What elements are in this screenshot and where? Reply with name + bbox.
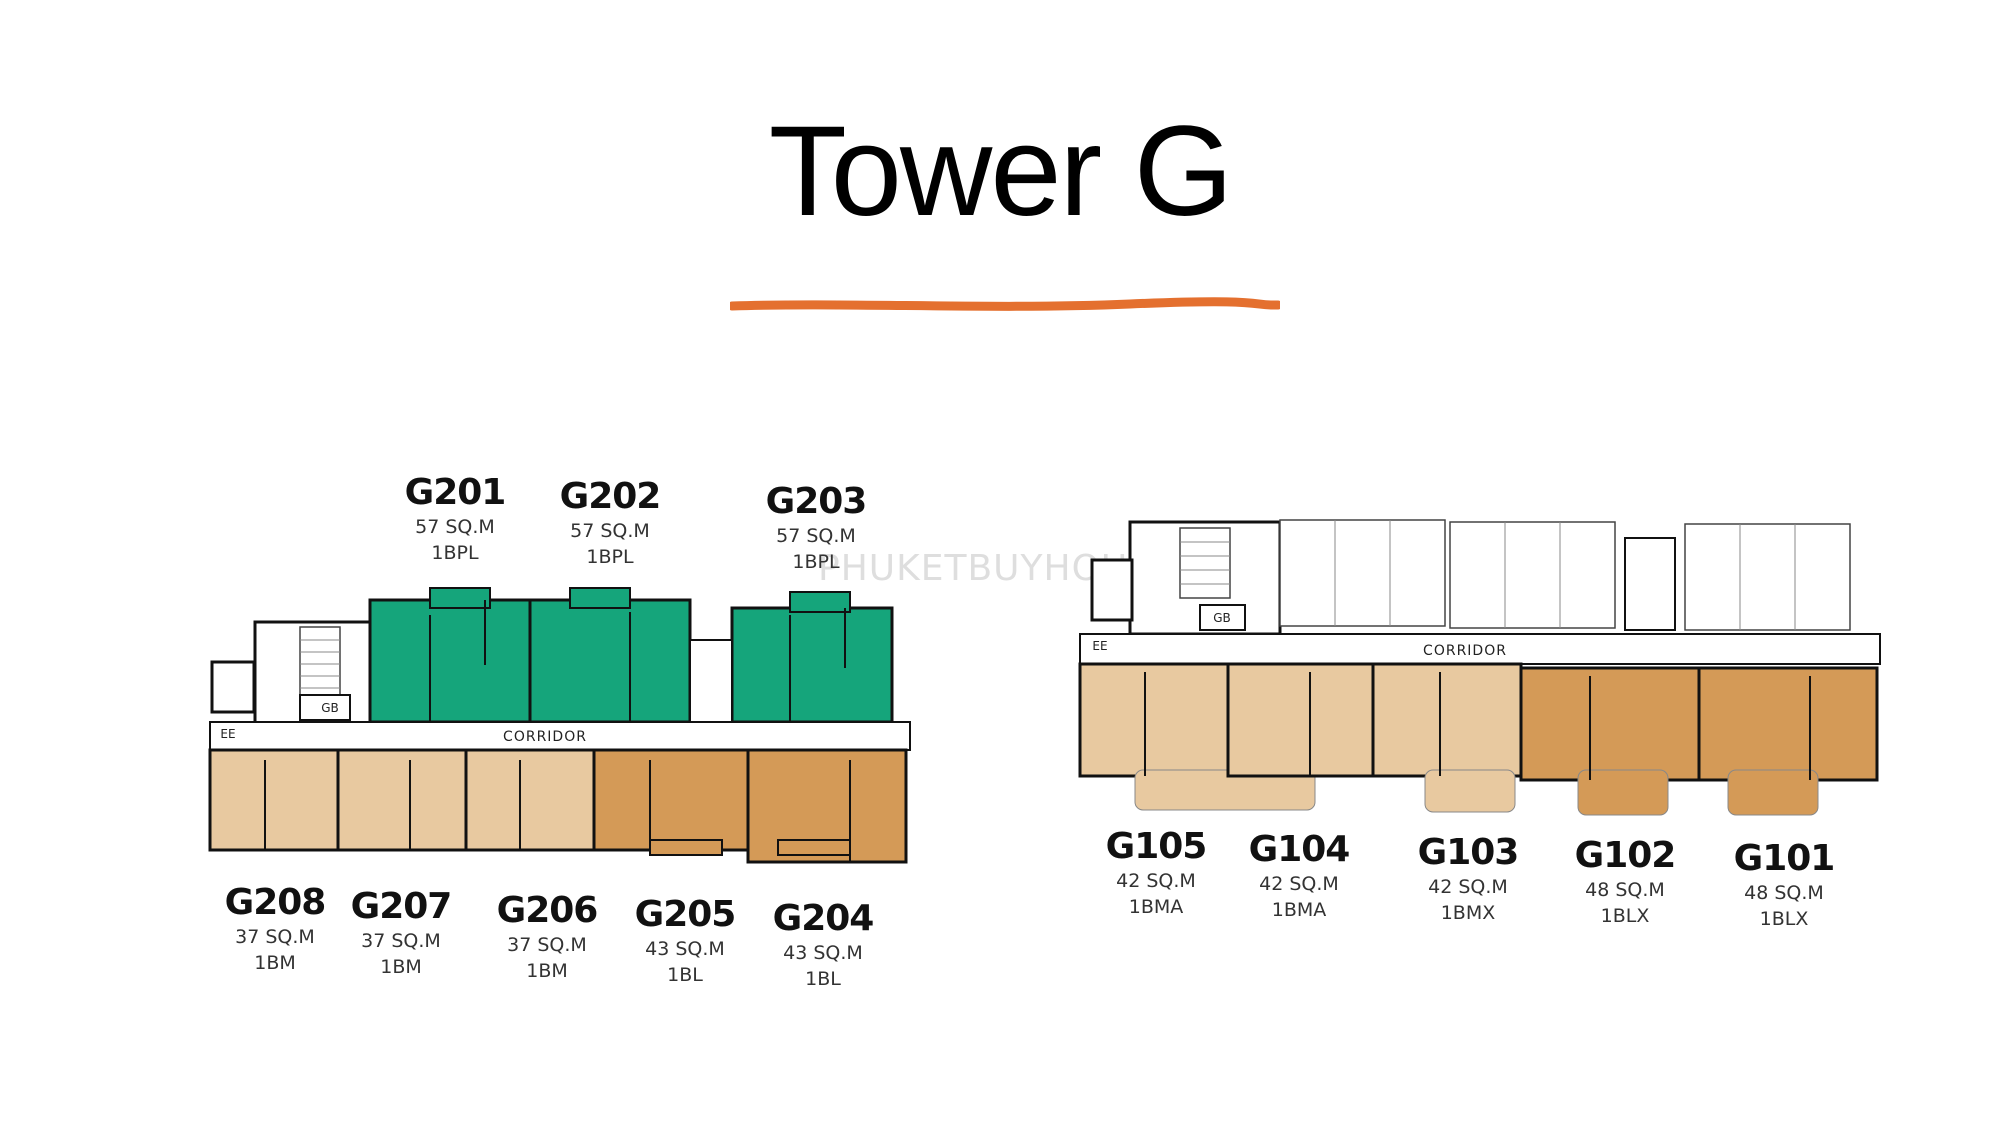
unit-type: 1BL (667, 964, 703, 986)
unit-code: G103 (1417, 832, 1520, 873)
unit-label-g205: G205 43 SQ.M 1BL (600, 894, 770, 988)
unit-area: 37 SQ.M (507, 934, 587, 956)
unit-area: 37 SQ.M (361, 930, 441, 952)
unit-label-g104: G104 42 SQ.M 1BMA (1214, 829, 1384, 923)
unit-code: G207 (350, 886, 453, 927)
unit-area: 48 SQ.M (1744, 882, 1824, 904)
right-ee-label: EE (1092, 639, 1107, 653)
unit-area: 42 SQ.M (1259, 873, 1339, 895)
unit-area: 57 SQ.M (570, 520, 650, 542)
right-lift (1090, 558, 1134, 622)
unit-area: 57 SQ.M (776, 525, 856, 547)
unit-g205-shape (592, 748, 750, 852)
unit-area: 42 SQ.M (1428, 876, 1508, 898)
right-gb-room (1199, 604, 1246, 631)
unit-type: 1BPL (431, 542, 479, 564)
page-title: Tower G (768, 100, 1234, 243)
left-lift (210, 660, 256, 714)
unit-type: 1BM (380, 956, 422, 978)
right-top-block-1 (1279, 519, 1446, 627)
unit-type: 1BM (526, 960, 568, 982)
unit-type: 1BPL (792, 551, 840, 573)
unit-type: 1BMA (1128, 896, 1184, 918)
right-top-block-2 (1449, 521, 1616, 629)
unit-type: 1BMA (1271, 899, 1327, 921)
unit-type: 1BMX (1440, 902, 1496, 924)
unit-label-g207: G207 37 SQ.M 1BM (316, 886, 486, 980)
unit-type: 1BPL (586, 546, 634, 568)
right-stair-2 (1624, 537, 1676, 631)
unit-g202-shape (528, 598, 692, 724)
unit-area: 48 SQ.M (1585, 879, 1665, 901)
unit-code: G202 (559, 476, 662, 517)
unit-label-g201: G201 57 SQ.M 1BPL (370, 472, 540, 566)
left-ee-label: EE (220, 727, 235, 741)
unit-code: G104 (1248, 829, 1351, 870)
unit-type: 1BM (254, 952, 296, 974)
unit-type: 1BL (805, 968, 841, 990)
left-stair-2 (689, 639, 733, 723)
unit-g102-shape (1519, 666, 1701, 782)
unit-label-g202: G202 57 SQ.M 1BPL (525, 476, 695, 570)
unit-code: G201 (404, 472, 507, 513)
right-corridor-label: CORRIDOR (1423, 643, 1507, 659)
left-stair (299, 626, 341, 698)
unit-code: G204 (772, 898, 875, 939)
unit-code: G105 (1105, 826, 1208, 867)
unit-code: G205 (634, 894, 737, 935)
unit-label-g206: G206 37 SQ.M 1BM (462, 890, 632, 984)
left-corridor-label: CORRIDOR (503, 729, 587, 745)
left-gb-room (299, 694, 351, 721)
unit-code: G206 (496, 890, 599, 931)
title-underline (730, 297, 1280, 311)
right-gb-label: GB (1213, 611, 1231, 625)
unit-g101-shape (1697, 666, 1879, 782)
left-gb-label: GB (321, 701, 339, 715)
unit-code: G102 (1574, 835, 1677, 876)
unit-area: 43 SQ.M (645, 938, 725, 960)
unit-label-g204: G204 43 SQ.M 1BL (738, 898, 908, 992)
unit-label-g101: G101 48 SQ.M 1BLX (1699, 838, 1869, 932)
unit-g201-shape (368, 598, 532, 724)
unit-g206-shape (464, 748, 596, 852)
unit-code: G203 (765, 481, 868, 522)
unit-area: 37 SQ.M (235, 926, 315, 948)
unit-label-g102: G102 48 SQ.M 1BLX (1540, 835, 1710, 929)
unit-g208-shape (208, 748, 340, 852)
unit-area: 42 SQ.M (1116, 870, 1196, 892)
unit-area: 43 SQ.M (783, 942, 863, 964)
unit-label-g208: G208 37 SQ.M 1BM (190, 882, 360, 976)
unit-g105-shape (1078, 662, 1230, 778)
right-top-block-3 (1684, 523, 1851, 631)
unit-area: 57 SQ.M (415, 516, 495, 538)
unit-label-g103: G103 42 SQ.M 1BMX (1383, 832, 1553, 926)
left-corridor (209, 721, 911, 751)
unit-label-g105: G105 42 SQ.M 1BMA (1071, 826, 1241, 920)
unit-type: 1BLX (1759, 908, 1809, 930)
unit-code: G101 (1733, 838, 1836, 879)
unit-g104-shape (1226, 662, 1375, 778)
unit-type: 1BLX (1600, 905, 1650, 927)
unit-code: G208 (224, 882, 327, 923)
right-stair (1179, 527, 1231, 599)
unit-g103-shape (1371, 662, 1523, 778)
unit-label-g203: G203 57 SQ.M 1BPL (731, 481, 901, 575)
